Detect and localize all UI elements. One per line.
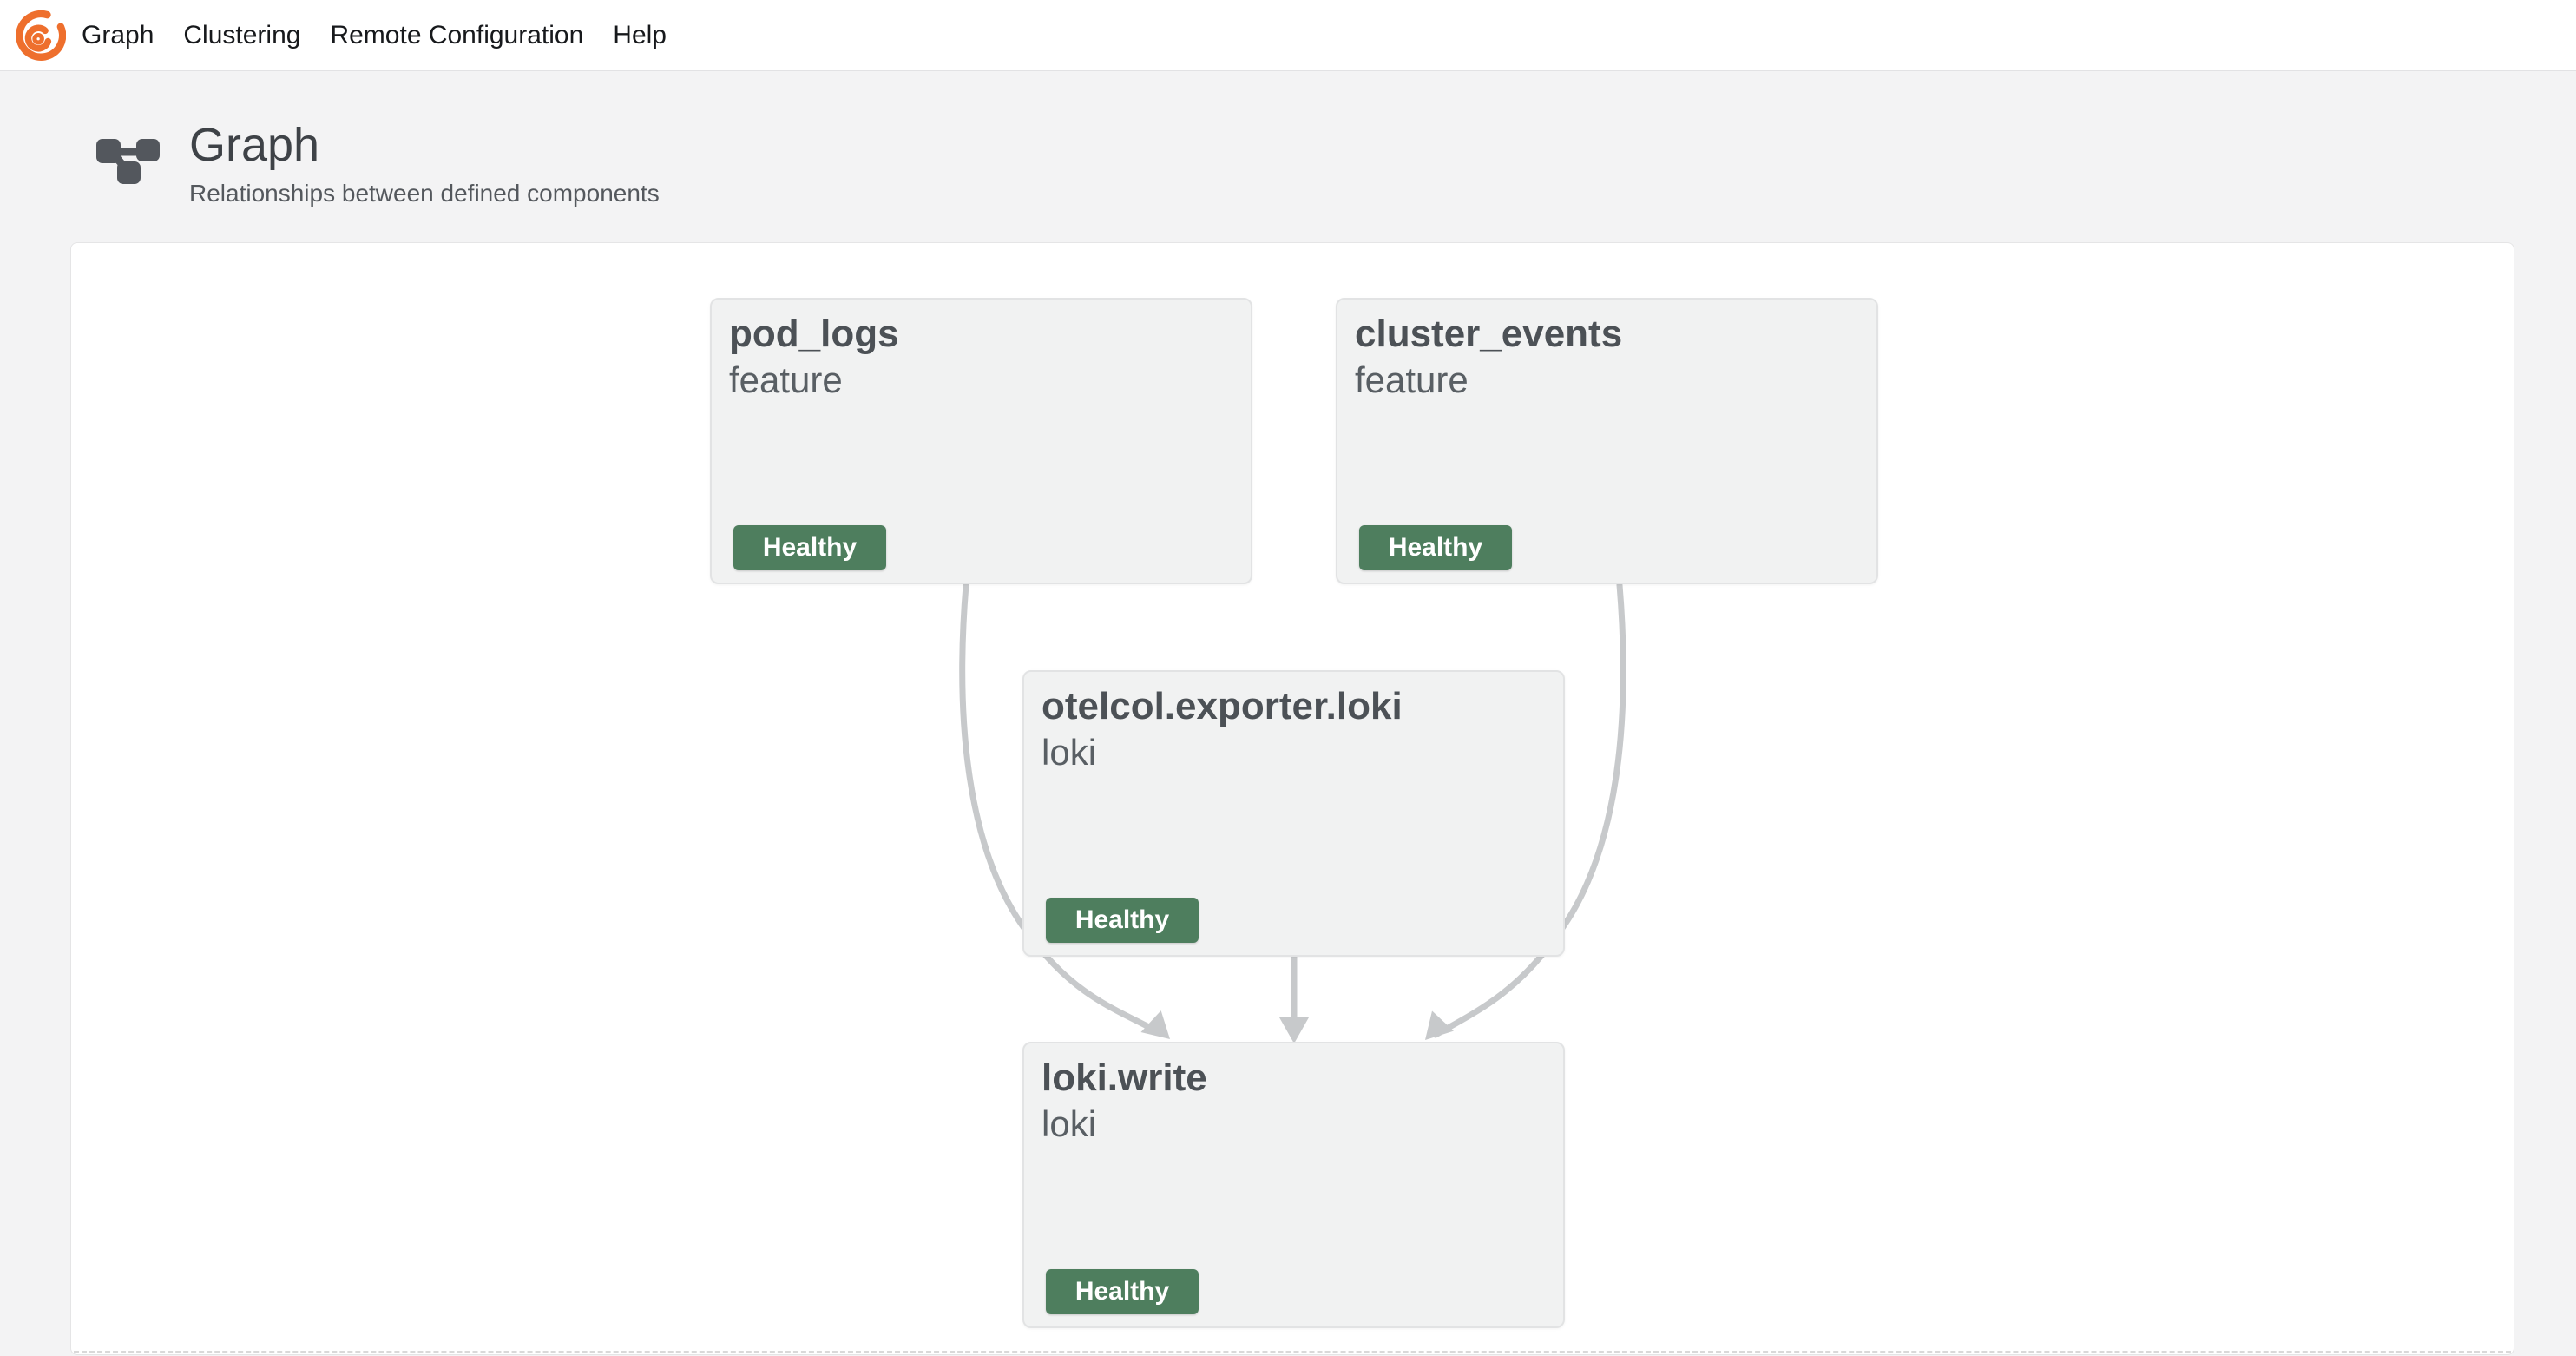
edge-cluster_events-loki_write — [1432, 582, 1626, 1038]
graph-edges — [959, 582, 1626, 1043]
top-navbar: Graph Clustering Remote Configuration He… — [0, 0, 2576, 71]
node-subtitle: feature — [1355, 359, 1469, 400]
node-title: otelcol.exporter.loki — [1042, 685, 1403, 727]
graph-node-loki_write[interactable]: loki.write loki Healthy — [1022, 1042, 1565, 1328]
graph-node-otelcol-exporter-loki[interactable]: otelcol.exporter.loki loki Healthy — [1022, 670, 1565, 957]
status-badge: Healthy — [733, 525, 886, 570]
arrowhead-middle — [1279, 1017, 1309, 1043]
node-title: cluster_events — [1355, 313, 1623, 355]
nav-item-clustering[interactable]: Clustering — [183, 20, 301, 49]
arrowhead-right — [1425, 1010, 1454, 1040]
node-subtitle: loki — [1042, 731, 1097, 773]
graph-node-cluster_events[interactable]: cluster_events feature Healthy — [1336, 298, 1878, 584]
diagram-project-icon — [96, 139, 160, 184]
status-badge: Healthy — [1046, 1269, 1199, 1314]
nav-item-help[interactable]: Help — [613, 20, 667, 49]
status-badge: Healthy — [1359, 525, 1512, 570]
node-title: pod_logs — [729, 313, 899, 355]
node-subtitle: feature — [729, 359, 843, 400]
edge-pod_logs-loki_write — [959, 582, 1161, 1035]
node-title: loki.write — [1042, 1056, 1207, 1099]
graph-canvas[interactable]: pod_logs feature Healthy cluster_events … — [70, 242, 2514, 1355]
graph-node-pod_logs[interactable]: pod_logs feature Healthy — [710, 298, 1252, 584]
nav-menu: Graph Clustering Remote Configuration He… — [82, 0, 667, 71]
canvas-bottom-dashed-border — [74, 1351, 2511, 1353]
nav-item-remote-configuration[interactable]: Remote Configuration — [330, 20, 584, 49]
page-title: Graph — [189, 119, 320, 171]
nav-item-graph[interactable]: Graph — [82, 20, 154, 49]
grafana-alloy-logo-icon[interactable] — [14, 10, 66, 62]
status-badge: Healthy — [1046, 898, 1199, 943]
page-subtitle: Relationships between defined components — [189, 180, 660, 207]
page-header: Graph Relationships between defined comp… — [0, 71, 2576, 242]
arrowhead-left — [1140, 1010, 1170, 1039]
node-subtitle: loki — [1042, 1103, 1097, 1144]
